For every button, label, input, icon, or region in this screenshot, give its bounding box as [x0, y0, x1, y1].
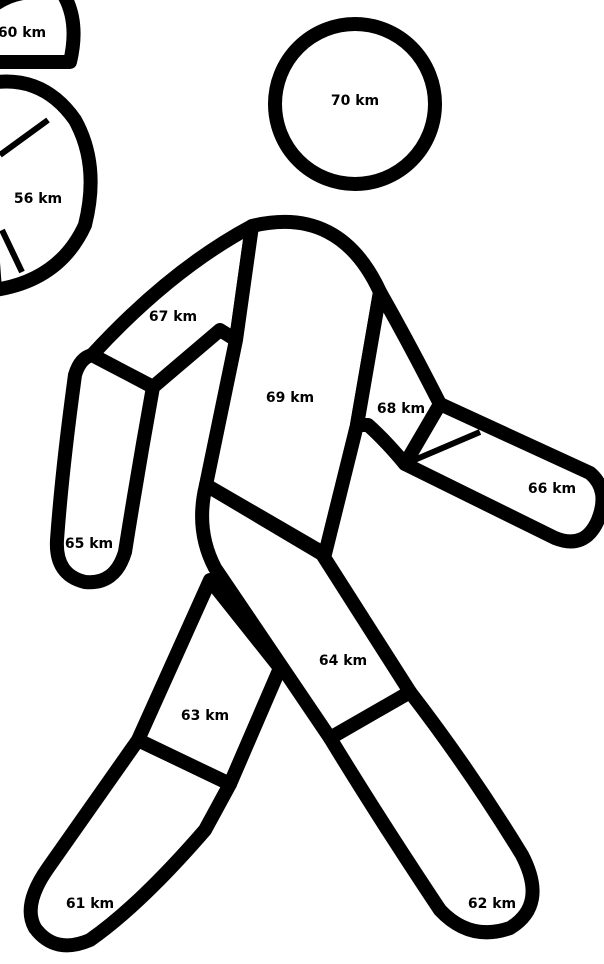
- label-back-shin: 61 km: [66, 896, 114, 912]
- front-forearm-shape: [405, 404, 603, 541]
- label-back-forearm: 65 km: [65, 536, 113, 552]
- label-back-thigh: 63 km: [181, 708, 229, 724]
- label-left-partial: 56 km: [14, 191, 62, 207]
- label-back-upper-arm: 67 km: [149, 309, 197, 325]
- label-top-left-partial: 60 km: [0, 25, 46, 41]
- label-head: 70 km: [331, 93, 379, 109]
- label-front-thigh: 64 km: [319, 653, 367, 669]
- label-front-shin: 62 km: [468, 896, 516, 912]
- label-torso: 69 km: [266, 390, 314, 406]
- label-front-forearm: 66 km: [528, 481, 576, 497]
- label-front-upper-arm: 68 km: [377, 401, 425, 417]
